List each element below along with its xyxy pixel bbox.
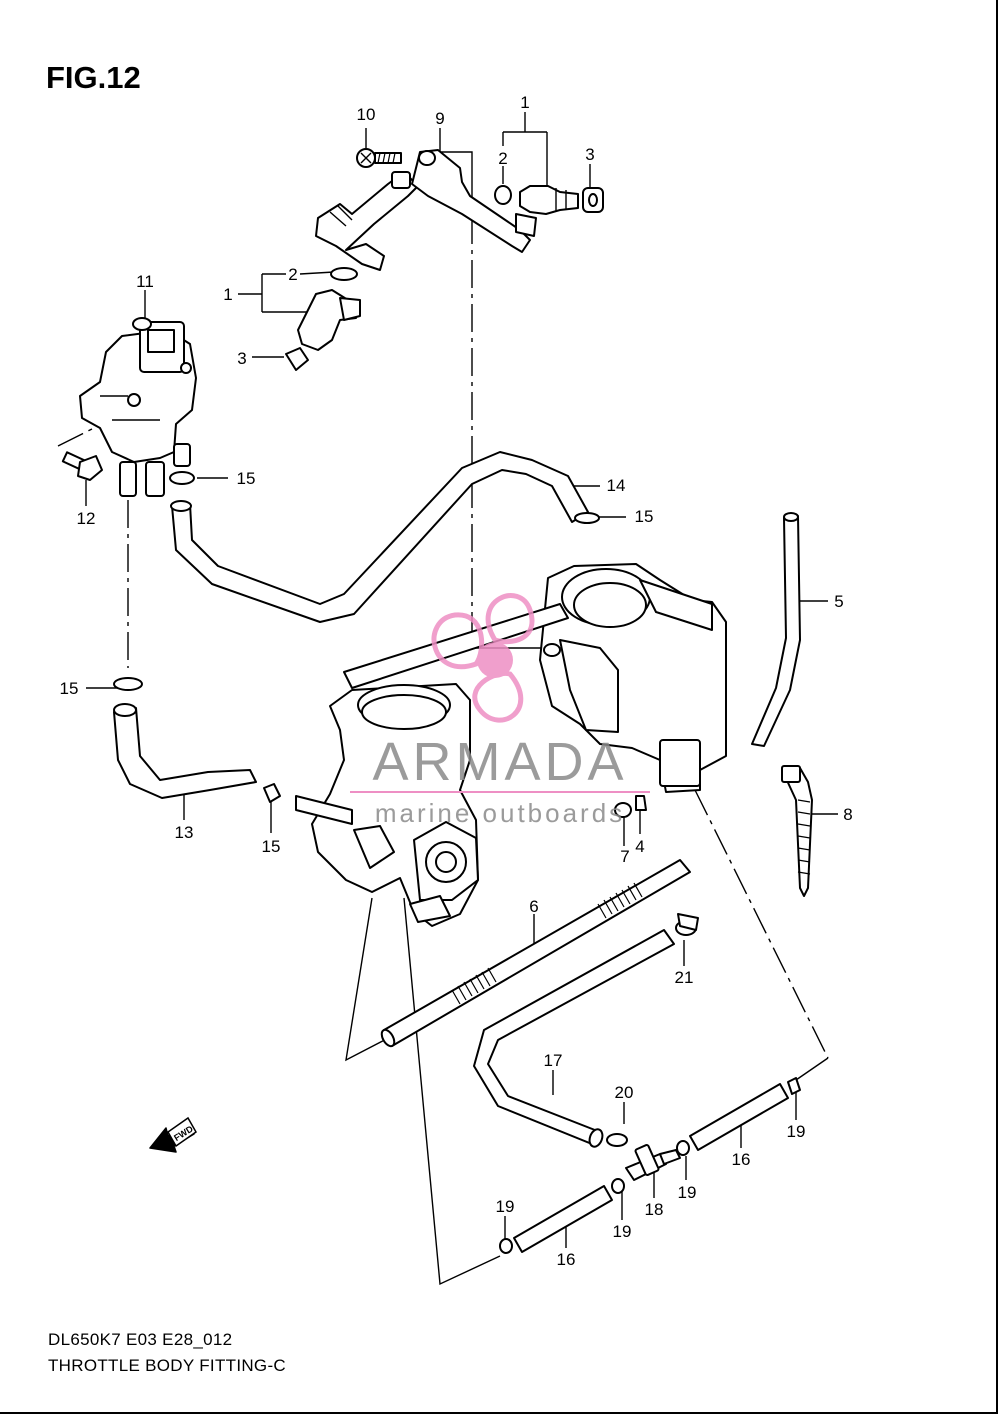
callout-15-a: 15 <box>237 469 256 488</box>
callout-18: 18 <box>645 1200 664 1219</box>
clamp-15a <box>169 471 195 485</box>
clamp-15d <box>263 783 281 803</box>
diagram-caption: THROTTLE BODY FITTING-C <box>48 1356 286 1375</box>
callout-19-d: 19 <box>496 1197 515 1216</box>
hose-16a <box>689 1083 789 1151</box>
callout-5: 5 <box>834 592 843 611</box>
callout-6: 6 <box>529 897 538 916</box>
bolt-12 <box>61 451 103 481</box>
hose-5 <box>751 515 801 747</box>
watermark-brand: ARMADA <box>372 732 627 792</box>
leader-lines <box>57 112 838 1286</box>
callout-19-b: 19 <box>678 1183 697 1202</box>
cushion-seal-top <box>582 187 604 213</box>
figure-title: FIG.12 <box>46 60 141 95</box>
callout-7: 7 <box>620 847 629 866</box>
throttle-body-assembly <box>295 563 727 927</box>
callout-labels: 1 9 10 2 3 2 1 3 11 12 15 14 15 5 15 13 … <box>60 93 853 1269</box>
callout-16-a: 16 <box>732 1150 751 1169</box>
clamp-15b <box>574 512 600 524</box>
clip-19c <box>611 1178 625 1194</box>
callout-3-top: 3 <box>585 145 594 164</box>
callout-21: 21 <box>675 968 694 987</box>
fwd-arrow-icon: FWD <box>149 1116 197 1153</box>
solenoid-valve-11 <box>79 317 197 497</box>
clamp-15c <box>113 677 143 691</box>
fuel-injector-top <box>515 185 579 237</box>
callout-15-c: 15 <box>60 679 79 698</box>
callout-15-d: 15 <box>262 837 281 856</box>
callout-2-left: 2 <box>288 265 297 284</box>
clamp-21 <box>675 913 699 936</box>
clip-19d <box>499 1238 513 1254</box>
callout-13: 13 <box>175 823 194 842</box>
diagram-code: DL650K7 E03 E28_012 <box>48 1330 233 1349</box>
o-ring-left <box>330 267 358 281</box>
callout-4: 4 <box>635 837 644 856</box>
callout-20: 20 <box>615 1083 634 1102</box>
hose-13 <box>113 707 257 799</box>
clamp-20 <box>606 1133 628 1147</box>
fuel-injector-left <box>297 289 361 351</box>
fuel-delivery-pipe <box>315 149 531 271</box>
cable-tie-8 <box>781 765 813 897</box>
clip-19b <box>676 1140 690 1156</box>
callout-9: 9 <box>435 109 444 128</box>
o-ring-top <box>494 185 512 205</box>
callout-12: 12 <box>77 509 96 528</box>
callout-17: 17 <box>544 1051 563 1070</box>
clip-19a <box>787 1077 801 1095</box>
callout-8: 8 <box>843 805 852 824</box>
hose-16b <box>513 1185 613 1253</box>
hose-6 <box>380 859 691 1048</box>
callout-11: 11 <box>136 272 154 291</box>
screw-10 <box>356 148 402 168</box>
callout-10: 10 <box>357 105 376 124</box>
callout-16-b: 16 <box>557 1250 576 1269</box>
callout-3-left: 3 <box>237 349 246 368</box>
callout-14: 14 <box>607 476 626 495</box>
armada-logo <box>431 593 535 723</box>
cushion-seal-left <box>285 347 309 371</box>
joint-18 <box>625 1144 681 1181</box>
callout-19-a: 19 <box>787 1122 806 1141</box>
callout-1-top: 1 <box>520 93 529 112</box>
callout-19-c: 19 <box>613 1222 632 1241</box>
callout-1-left: 1 <box>223 285 232 304</box>
watermark-tagline: marine outboards <box>375 798 625 828</box>
callout-2-top: 2 <box>498 149 507 168</box>
hose-14 <box>171 451 589 623</box>
callout-15-b: 15 <box>635 507 654 526</box>
